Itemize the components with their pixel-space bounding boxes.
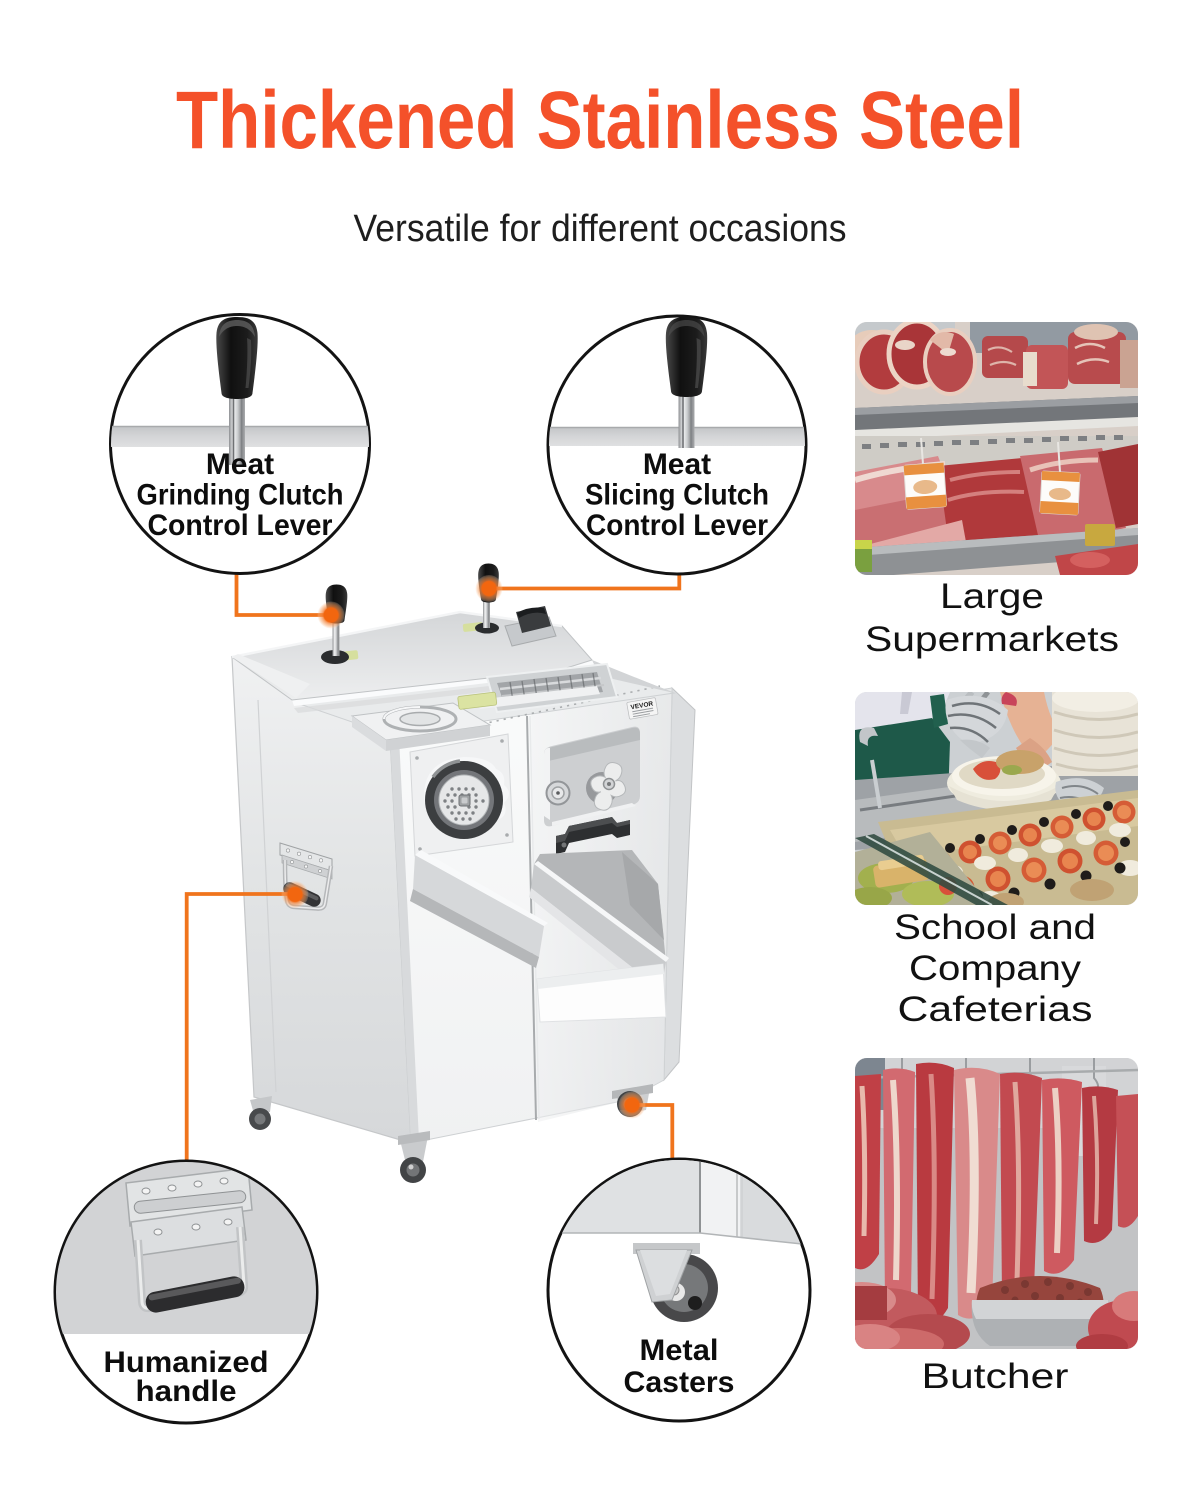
svg-text:Versatile for different occasi: Versatile for different occasions bbox=[354, 208, 847, 250]
svg-text:Control Lever: Control Lever bbox=[586, 509, 768, 542]
svg-text:handle: handle bbox=[136, 1375, 237, 1408]
svg-text:Cafeterias: Cafeterias bbox=[898, 990, 1093, 1029]
svg-text:Butcher: Butcher bbox=[922, 1357, 1069, 1396]
svg-text:Supermarkets: Supermarkets bbox=[865, 620, 1119, 659]
svg-text:Casters: Casters bbox=[624, 1366, 735, 1399]
svg-text:Grinding Clutch: Grinding Clutch bbox=[137, 479, 344, 512]
svg-text:VEVOR: VEVOR bbox=[630, 700, 654, 711]
svg-text:Company: Company bbox=[909, 949, 1082, 988]
svg-text:Meat: Meat bbox=[206, 448, 274, 481]
svg-text:Slicing Clutch: Slicing Clutch bbox=[585, 479, 769, 512]
svg-text:Meat: Meat bbox=[643, 448, 711, 481]
svg-text:Thickened Stainless Steel: Thickened Stainless Steel bbox=[176, 75, 1024, 166]
svg-text:Metal: Metal bbox=[640, 1334, 719, 1367]
svg-text:School and: School and bbox=[894, 908, 1096, 947]
svg-text:Humanized: Humanized bbox=[104, 1346, 269, 1379]
svg-text:Large: Large bbox=[940, 577, 1044, 616]
svg-text:Control Lever: Control Lever bbox=[148, 509, 333, 542]
